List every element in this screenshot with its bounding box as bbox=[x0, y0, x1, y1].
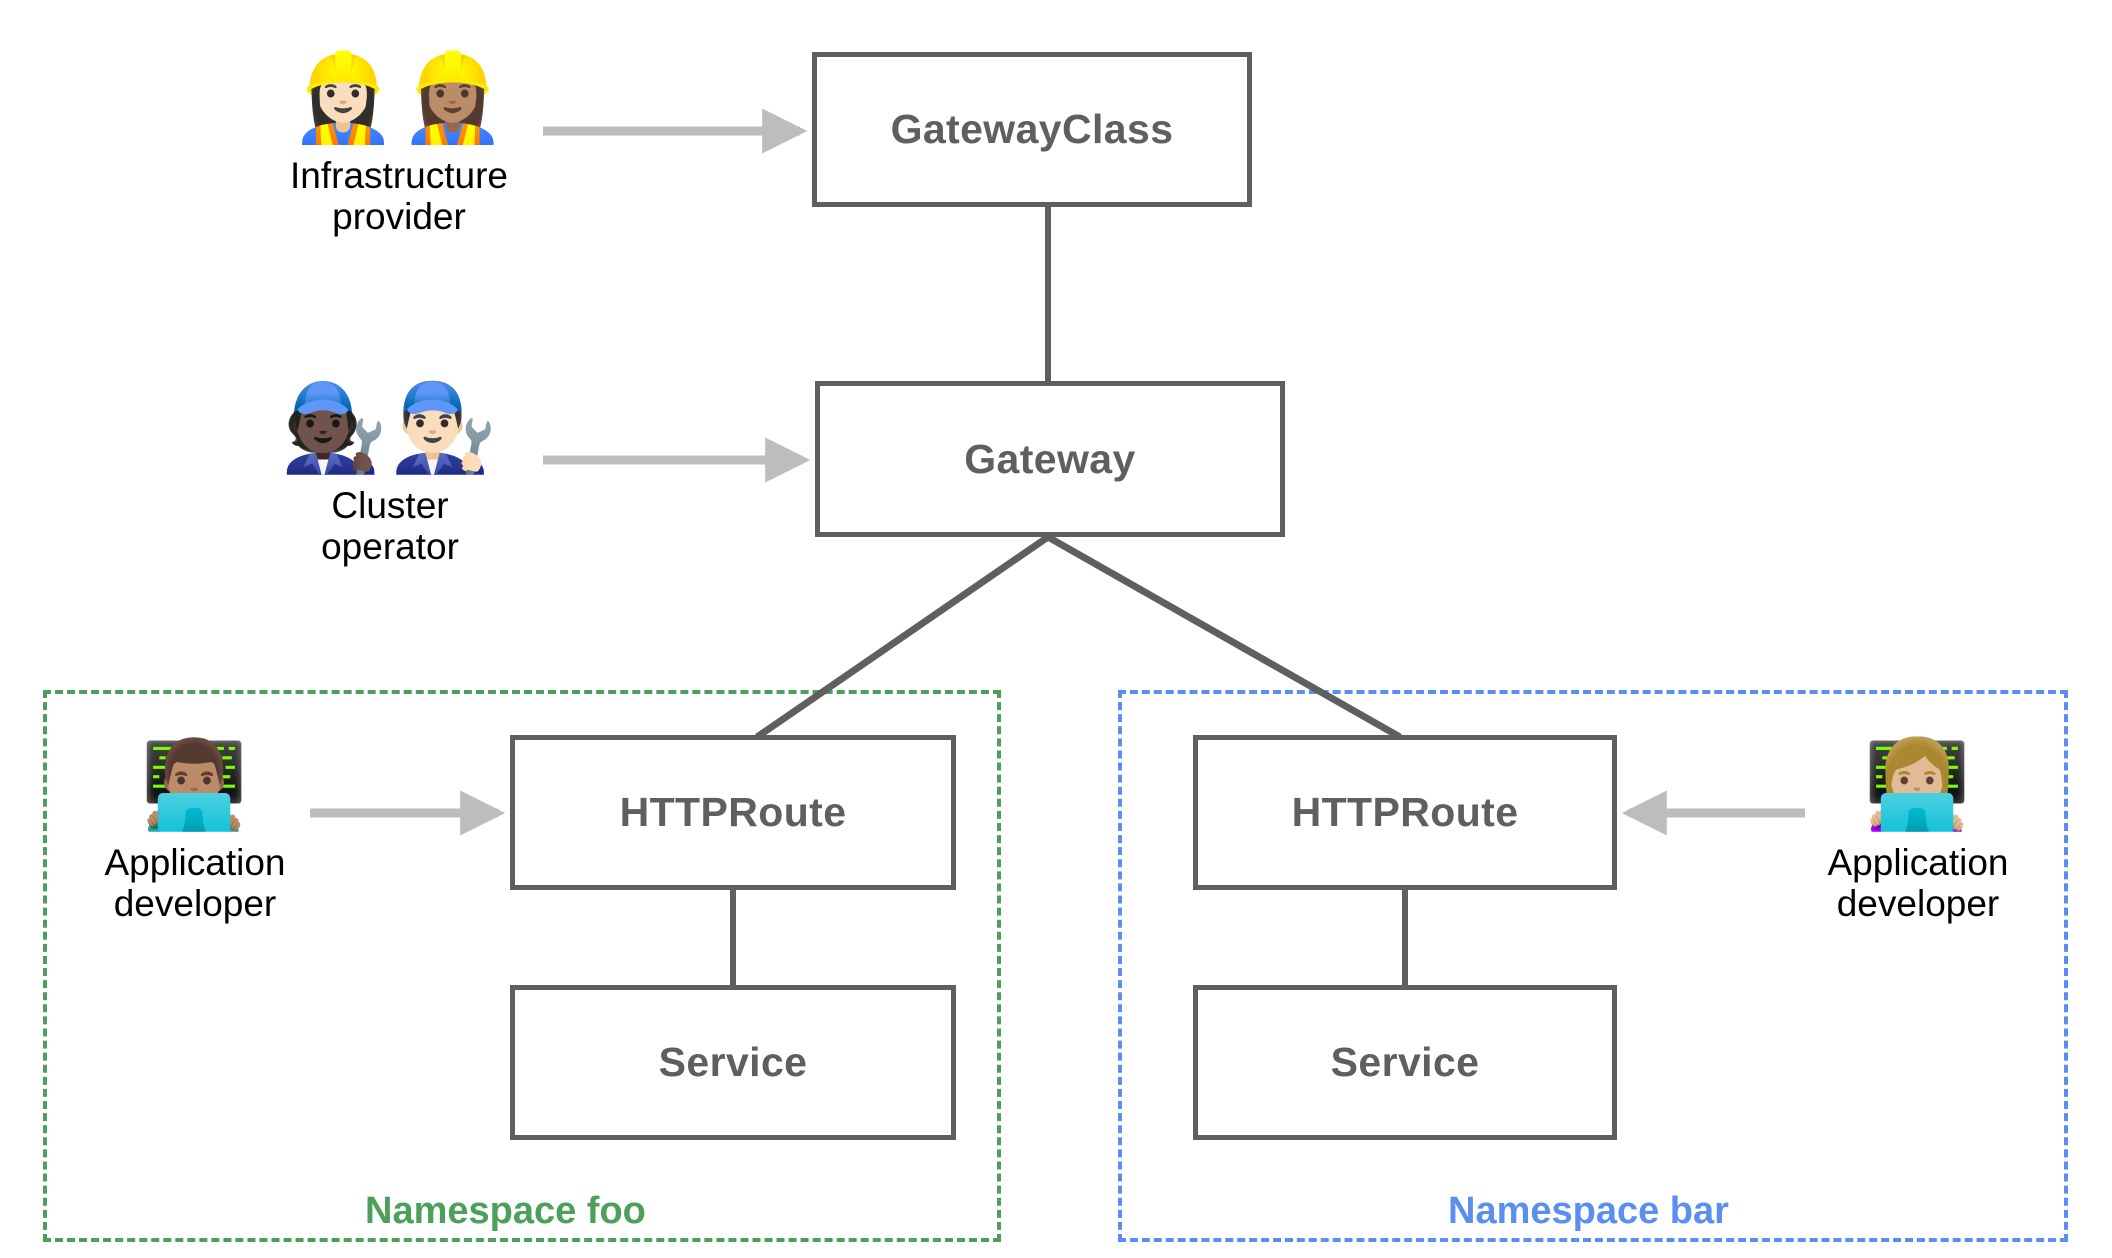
woman-construction-worker-icon: 👷🏻‍♀️👷🏽‍♀️ bbox=[289, 48, 509, 148]
node-service-foo[interactable]: Service bbox=[510, 985, 956, 1140]
node-gateway-label: Gateway bbox=[964, 435, 1136, 482]
namespace-label-foo: Namespace foo bbox=[365, 1190, 646, 1232]
node-service-foo-label: Service bbox=[658, 1039, 808, 1085]
persona-application-developer-bar: 👩🏼‍💻 Application developer bbox=[1818, 742, 2018, 925]
woman-technologist-icon: 👩🏼‍💻 bbox=[1863, 735, 1973, 835]
node-service-bar[interactable]: Service bbox=[1193, 985, 1617, 1140]
node-gatewayclass-label: GatewayClass bbox=[890, 106, 1174, 152]
namespace-region-bar bbox=[1118, 690, 2068, 1242]
persona-application-developer-foo-label: Application developer bbox=[104, 842, 286, 925]
namespace-label-bar: Namespace bar bbox=[1448, 1190, 1729, 1232]
persona-application-developer-foo: 👨🏽‍💻 Application developer bbox=[95, 742, 295, 925]
node-service-bar-label: Service bbox=[1330, 1039, 1480, 1085]
persona-application-developer-bar-label: Application developer bbox=[1827, 842, 2009, 925]
node-gateway[interactable]: Gateway bbox=[815, 381, 1285, 537]
node-httproute-bar[interactable]: HTTPRoute bbox=[1193, 735, 1617, 890]
persona-cluster-operator-label: Cluster operator bbox=[321, 485, 459, 568]
mechanic-icon: 🧑🏿‍🔧👨🏻‍🔧 bbox=[280, 378, 500, 478]
node-httproute-foo[interactable]: HTTPRoute bbox=[510, 735, 956, 890]
persona-infrastructure-provider-label: Infrastructure provider bbox=[290, 155, 508, 238]
persona-infrastructure-provider: 👷🏻‍♀️👷🏽‍♀️ Infrastructure provider bbox=[274, 55, 524, 238]
node-gatewayclass[interactable]: GatewayClass bbox=[812, 52, 1252, 207]
node-httproute-foo-label: HTTPRoute bbox=[619, 789, 847, 835]
persona-cluster-operator: 🧑🏿‍🔧👨🏻‍🔧 Cluster operator bbox=[265, 385, 515, 568]
node-httproute-bar-label: HTTPRoute bbox=[1291, 789, 1519, 835]
man-technologist-icon: 👨🏽‍💻 bbox=[140, 735, 250, 835]
namespace-region-foo bbox=[43, 690, 1001, 1242]
